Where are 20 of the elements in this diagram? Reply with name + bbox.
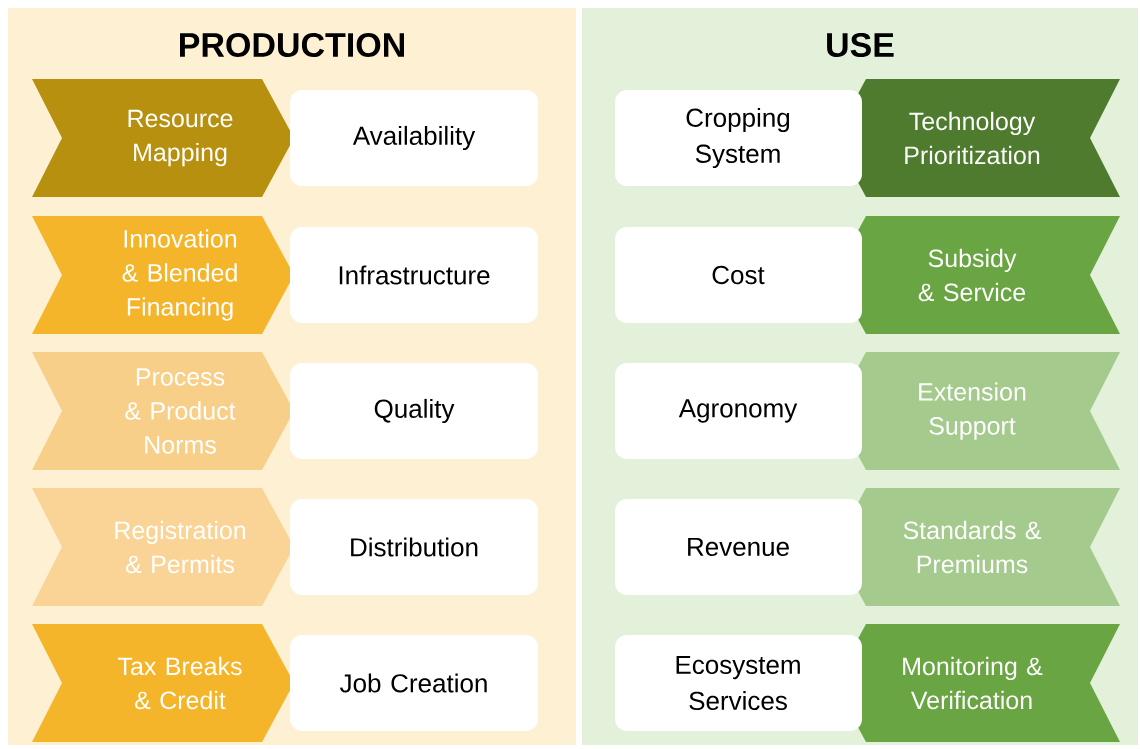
label-banner: Tax Breaks & Credit [32,624,294,742]
text-box: Cost [615,227,862,323]
text-box: Distribution [290,499,538,595]
label-banner: Standards & Premiums [834,488,1120,606]
text-box: Ecosystem Services [615,635,862,731]
text-box: Quality [290,363,538,459]
text-box: Agronomy [615,363,862,459]
text-box: Availability [290,90,538,186]
label-banner: Technology Prioritization [834,79,1120,197]
label-banner: Resource Mapping [32,79,294,197]
label-banner: Registration & Permits [32,488,294,606]
text-box: Infrastructure [290,227,538,323]
label-banner: Subsidy & Service [834,216,1120,334]
text-box: Job Creation [290,635,538,731]
text-box: Revenue [615,499,862,595]
label-banner: Extension Support [834,352,1120,470]
label-banner: Process & Product Norms [32,352,294,470]
text-box: Cropping System [615,90,862,186]
label-banner: Innovation & Blended Financing [32,216,294,334]
label-banner: Monitoring & Verification [834,624,1120,742]
